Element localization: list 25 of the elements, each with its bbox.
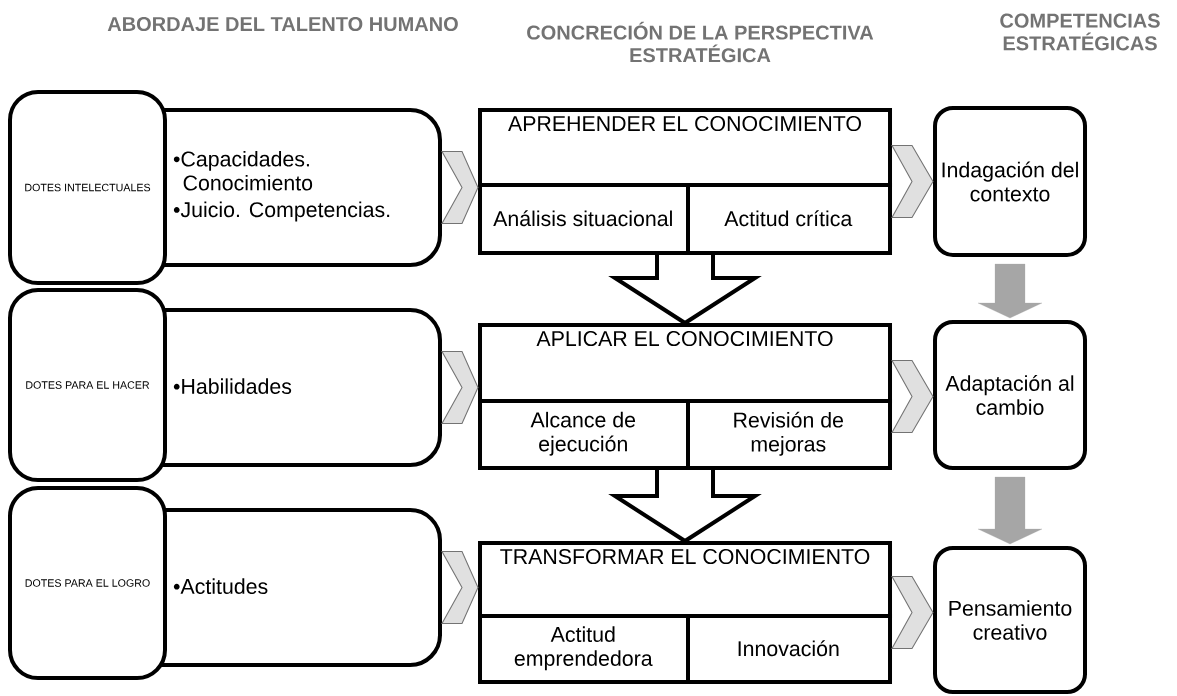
table-cell: Revisión de mejoras: [734, 411, 843, 456]
block-arrow: [608, 253, 762, 326]
category-box: DOTES PARA EL LOGRO: [8, 486, 167, 680]
chevron-arrow: [891, 144, 934, 219]
category-box: DOTES PARA EL HACER: [8, 288, 167, 482]
chevron-arrow: [441, 550, 479, 625]
column-heading: COMPETENCIAS ESTRATÉGICAS: [1000, 13, 1160, 51]
block-arrow: [977, 476, 1043, 545]
chevron-arrow: [441, 150, 479, 225]
table-cell: Actitud emprendedora: [514, 626, 653, 671]
table-cell: Innovación: [738, 640, 839, 657]
column-heading: ABORDAJE DEL TALENTO HUMANO: [107, 16, 458, 32]
block-arrow: [977, 263, 1043, 319]
chevron-arrow: [891, 359, 934, 434]
competency-box: Indagación del contexto: [933, 106, 1087, 257]
table-cell: Actitud crítica: [724, 210, 853, 227]
category-box: DOTES INTELECTUALES: [8, 90, 167, 285]
column-heading: CONCRECIÓN DE LA PERSPECTIVA ESTRATÉGICA: [527, 21, 874, 63]
competency-box: Adaptación al cambio: [933, 320, 1087, 470]
competency-box: Pensamiento creativo: [933, 546, 1087, 694]
table-cell: Alcance de ejecución: [530, 411, 636, 456]
block-arrow: [608, 468, 762, 544]
chevron-arrow: [441, 350, 479, 425]
chevron-arrow: [891, 575, 934, 650]
table-cell: Análisis situacional: [493, 210, 672, 227]
